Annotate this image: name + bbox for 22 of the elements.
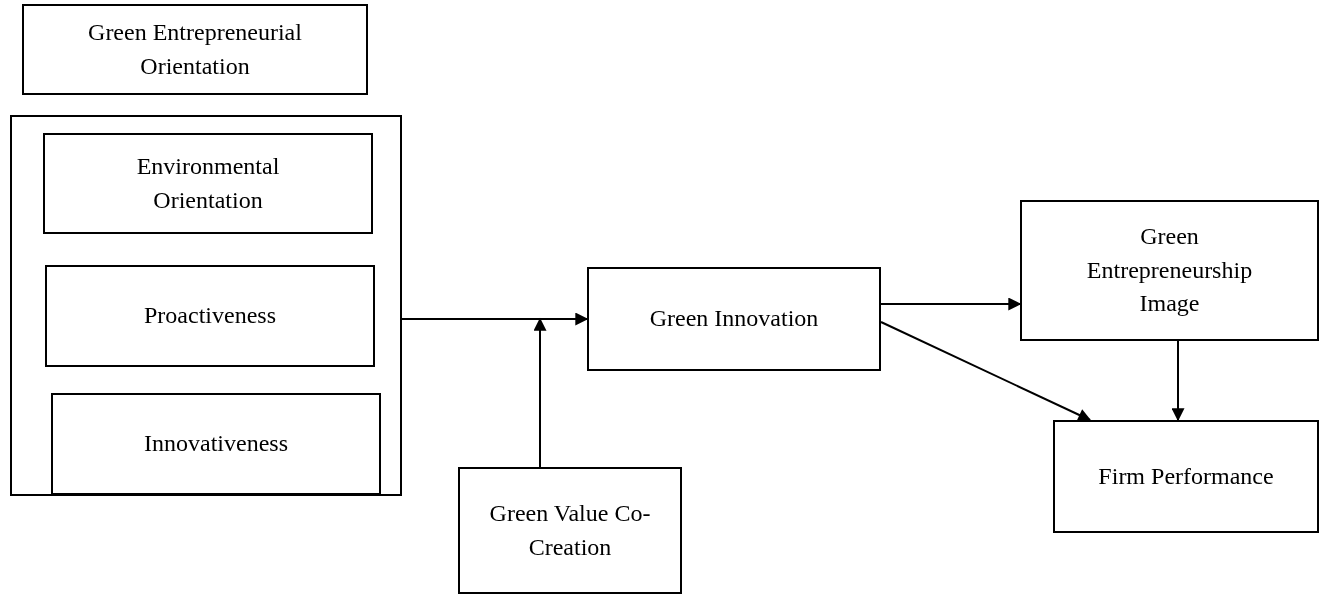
arrow	[880, 321, 1092, 421]
box-label: Proactiveness	[144, 301, 276, 331]
arrow	[1171, 340, 1185, 422]
box-label: Innovativeness	[144, 429, 288, 459]
concept-box	[22, 4, 368, 95]
concept-box	[1053, 420, 1319, 533]
arrow	[401, 312, 589, 326]
concept-box	[51, 393, 381, 495]
concept-box	[587, 267, 881, 371]
arrow	[880, 297, 1022, 311]
box-label: Green Entrepreneurial Orientation	[87, 17, 303, 81]
concept-box	[43, 133, 373, 234]
box-label: Environmental Orientation	[135, 151, 281, 215]
box-label: Green Innovation	[649, 304, 819, 334]
concept-box	[45, 265, 375, 367]
group-box	[10, 115, 402, 496]
box-label: Green Value Co-Creation	[488, 498, 652, 562]
concept-box	[1020, 200, 1319, 341]
concept-box	[458, 467, 682, 594]
box-label: Green Entrepreneurship Image	[1085, 222, 1254, 319]
arrow	[533, 317, 547, 468]
box-label: Firm Performance	[1098, 461, 1274, 491]
